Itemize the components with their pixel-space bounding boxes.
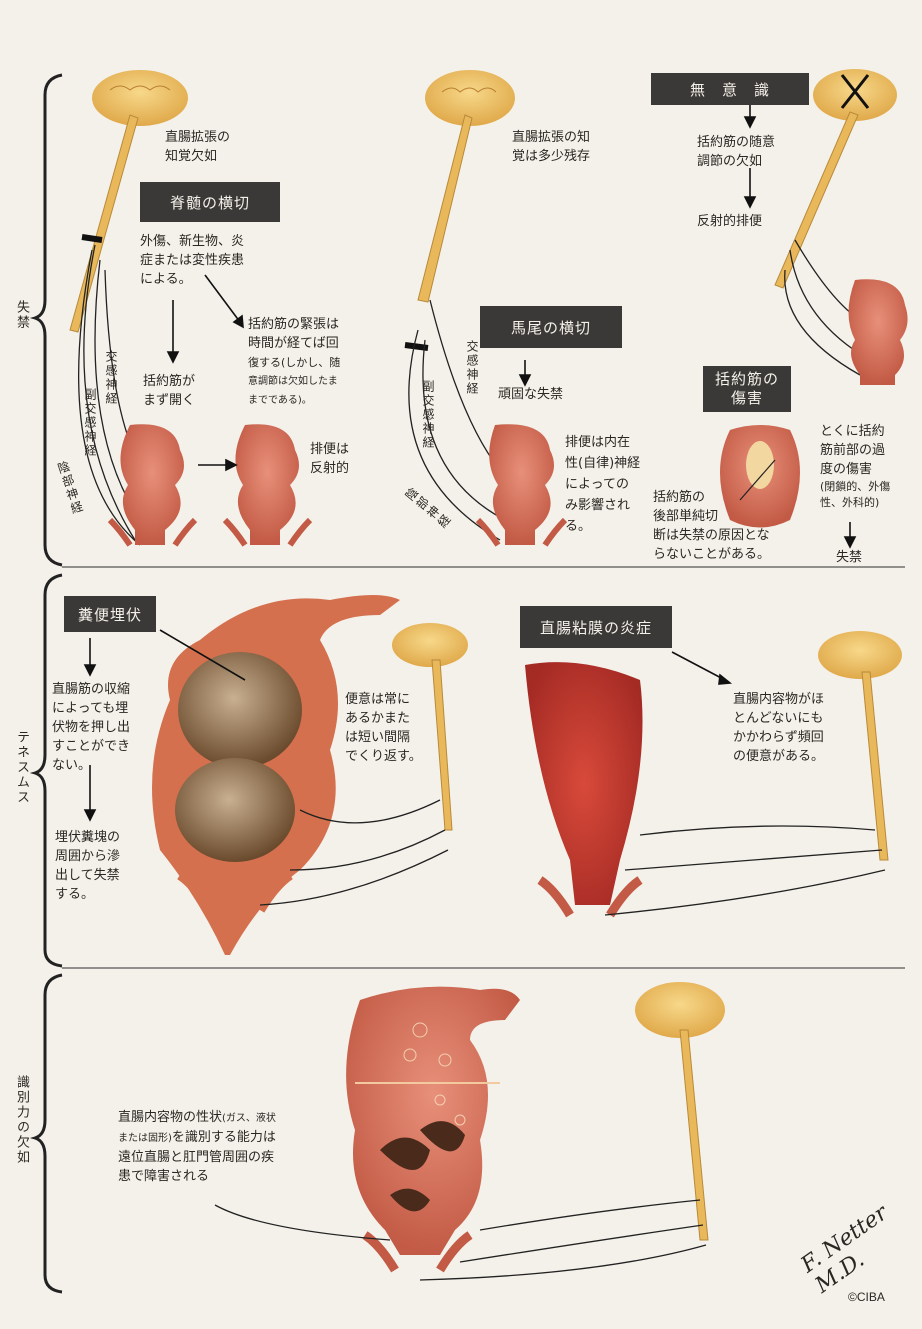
p4-label-posterior: 括約筋の後部単純切断は失禁の原因とならないことがある。 — [653, 488, 770, 564]
panel6-rectum-inflamed — [525, 662, 643, 915]
p4-label-result: 失禁 — [836, 548, 862, 567]
section-label-incontinence: 失禁 — [12, 300, 31, 330]
p3-title-box: 無 意 識 — [651, 73, 809, 105]
p6-title-box: 直腸粘膜の炎症 — [520, 606, 672, 648]
p1-title-box: 脊髄の横切 — [140, 182, 280, 222]
p3-label-voluntary: 括約筋の随意調節の欠如 — [697, 133, 775, 171]
panel1-rectum-b — [225, 424, 310, 545]
panel2-rectum — [478, 424, 565, 545]
p1-label-open: 括約筋がまず開く — [143, 372, 195, 410]
p7-label-main: 直腸内容物の性状(ガス、液状 または固形)を識別する能力は 遠位直腸と肛門管周囲… — [118, 1108, 276, 1186]
p2-label-stubborn: 頑固な失禁 — [498, 385, 563, 404]
p5-label-urge: 便意は常にあるかまたは短い間隔でくり返す。 — [345, 690, 422, 766]
panel1-transection-bar — [82, 237, 102, 240]
p1-nerve-sympathetic: 交感神経 — [103, 350, 120, 406]
p4-label-anterior: とくに括約筋前部の過度の傷害 (閉鎖的、外傷 性、外科的) — [820, 422, 890, 511]
panel1-spinal-cord — [70, 115, 138, 332]
panel1-brain — [92, 70, 188, 126]
p3-label-reflex: 反射的排便 — [697, 212, 762, 231]
panel7-spinal-cord — [680, 1030, 708, 1240]
panel3-brain — [813, 69, 897, 121]
p2-label-intrinsic: 排便は内在性(自律)神経によってのみ影響される。 — [565, 432, 640, 537]
p6-label-urge: 直腸内容物がほとんどないにもかかわらず頻回の便意がある。 — [733, 690, 824, 766]
p2-label-sense: 直腸拡張の知覚は多少残存 — [512, 128, 590, 166]
panel6-brain — [818, 631, 902, 679]
copyright-mark: ©CIBA — [848, 1290, 885, 1304]
p1-label-tone: 括約筋の緊張は 時間が経てば回 復する(しかし、随 意調節は欠如したま までであ… — [248, 315, 340, 410]
p5-label-contract: 直腸筋の収縮によっても埋伏物を押し出すことができない。 — [52, 680, 130, 775]
p1-nerve-parasympathetic: 副交感神経 — [82, 388, 99, 458]
panel5-brain — [392, 623, 468, 667]
p1-label-causes: 外傷、新生物、炎症または変性疾患による。 — [140, 232, 244, 289]
panel5-spinal-cord — [432, 660, 452, 830]
section-bracket-incontinence — [35, 75, 62, 565]
p2-nerve-parasympathetic: 副交感神経 — [420, 380, 437, 450]
p5-title-box: 糞便埋伏 — [64, 596, 156, 632]
panel3-spinal-cord — [775, 112, 858, 288]
panel5-rectum-impacted — [152, 595, 400, 955]
p1-label-reflex: 排便は反射的 — [310, 440, 349, 478]
section-bracket-discrimination — [35, 975, 62, 1292]
p5-label-leak: 埋伏糞塊の周囲から滲出して失禁する。 — [55, 828, 120, 904]
panel6-spinal-cord — [862, 672, 888, 860]
p1-label-sense: 直腸拡張の知覚欠如 — [165, 128, 230, 166]
panel2-spinal-cord — [418, 115, 472, 302]
p2-nerve-sympathetic: 交感神経 — [464, 340, 481, 396]
p2-title-box: 馬尾の横切 — [480, 306, 622, 348]
section-label-discrimination: 識別力の欠如 — [12, 1075, 31, 1165]
p4-title-box: 括約筋の傷害 — [703, 366, 791, 412]
panel6-nerves — [605, 826, 885, 915]
panel3-rectum — [849, 279, 908, 385]
section-label-tenesmus: テネスムス — [12, 730, 31, 805]
